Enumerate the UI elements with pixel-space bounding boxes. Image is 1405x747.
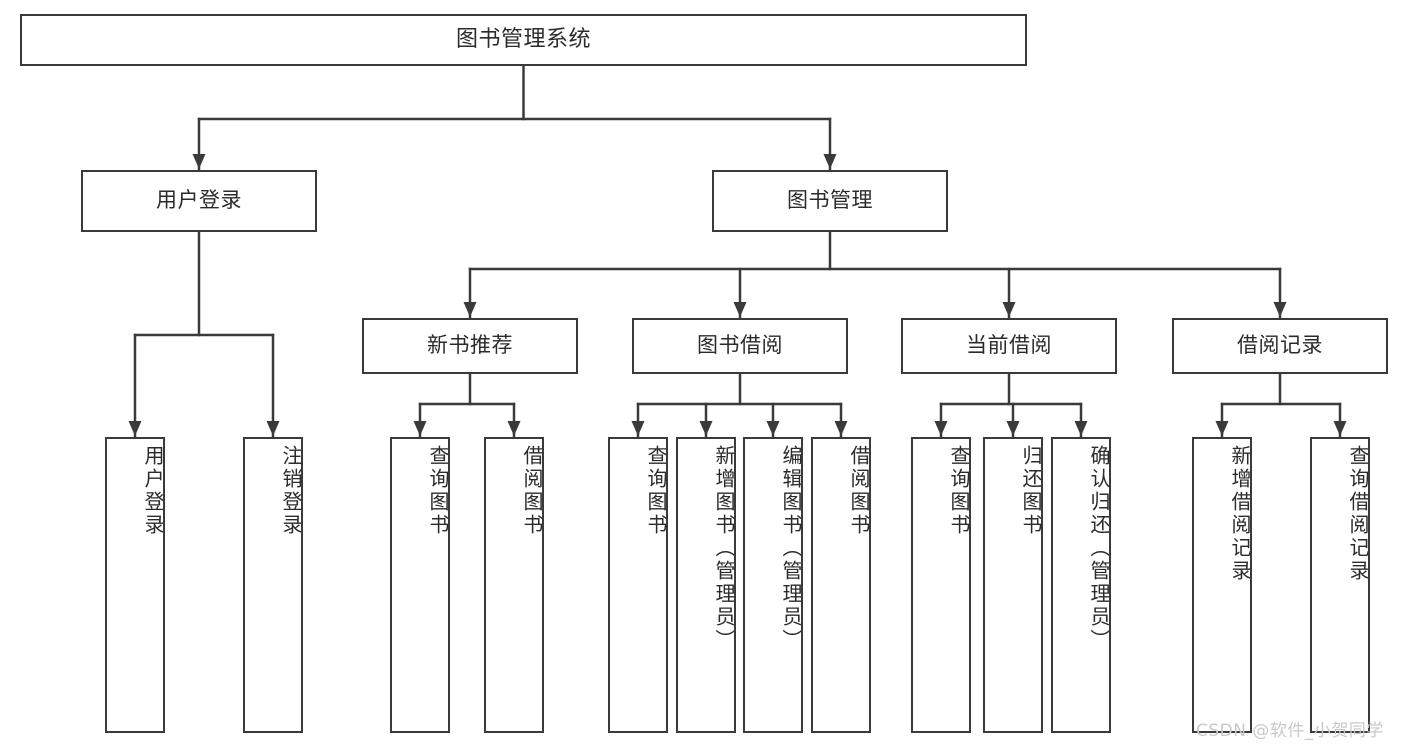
arrow-head bbox=[1273, 302, 1287, 317]
node-leaf4: 借阅图书 bbox=[484, 437, 544, 733]
arrow-head bbox=[823, 154, 837, 169]
node-label: 新书推荐 bbox=[427, 333, 513, 358]
node-label: 归还图书 bbox=[1019, 445, 1043, 537]
node-label: 图书管理 bbox=[787, 188, 873, 213]
node-login: 用户登录 bbox=[81, 170, 317, 232]
node-borrow: 图书借阅 bbox=[632, 318, 848, 374]
arrow-head bbox=[934, 421, 948, 436]
node-label: 查询图书 bbox=[644, 445, 668, 537]
node-newbooks: 新书推荐 bbox=[362, 318, 578, 374]
node-leaf9: 查询图书 bbox=[911, 437, 971, 733]
arrow-head bbox=[834, 421, 848, 436]
node-label: 图书借阅 bbox=[697, 333, 783, 358]
arrow-head bbox=[413, 421, 427, 436]
arrow-head bbox=[266, 421, 280, 436]
node-label: 查询图书 bbox=[426, 445, 450, 537]
node-leaf12: 新增借阅记录 bbox=[1192, 437, 1252, 733]
arrow-head bbox=[766, 421, 780, 436]
node-label: 新增借阅记录 bbox=[1228, 445, 1252, 583]
arrow-head bbox=[128, 421, 142, 436]
arrow-head bbox=[1006, 421, 1020, 436]
arrow-head bbox=[463, 302, 477, 317]
arrow-head bbox=[1002, 302, 1016, 317]
arrow-head bbox=[507, 421, 521, 436]
node-label: 借阅记录 bbox=[1237, 333, 1323, 358]
arrow-head bbox=[699, 421, 713, 436]
node-label: 注销登录 bbox=[279, 445, 303, 537]
arrow-head bbox=[1215, 421, 1229, 436]
node-label: 借阅图书 bbox=[847, 445, 871, 537]
node-label: 图书管理系统 bbox=[455, 26, 591, 52]
node-bookmgmt: 图书管理 bbox=[712, 170, 948, 232]
arrow-head bbox=[1333, 421, 1347, 436]
node-leaf13: 查询借阅记录 bbox=[1310, 437, 1370, 733]
node-leaf5: 查询图书 bbox=[608, 437, 668, 733]
arrow-head bbox=[631, 421, 645, 436]
node-label: 用户登录 bbox=[156, 188, 242, 213]
node-leaf10: 归还图书 bbox=[983, 437, 1043, 733]
node-label: 借阅图书 bbox=[520, 445, 544, 537]
node-label: 编辑图书（管理员） bbox=[779, 445, 803, 652]
arrow-head bbox=[1074, 421, 1088, 436]
node-label: 查询借阅记录 bbox=[1346, 445, 1370, 583]
node-label: 当前借阅 bbox=[966, 333, 1052, 358]
node-leaf8: 借阅图书 bbox=[811, 437, 871, 733]
node-leaf6: 新增图书（管理员） bbox=[676, 437, 736, 733]
arrow-head bbox=[733, 302, 747, 317]
node-label: 用户登录 bbox=[141, 445, 165, 537]
node-label: 新增图书（管理员） bbox=[712, 445, 736, 652]
node-records: 借阅记录 bbox=[1172, 318, 1388, 374]
node-leaf3: 查询图书 bbox=[390, 437, 450, 733]
node-label: 查询图书 bbox=[947, 445, 971, 537]
node-label: 确认归还（管理员） bbox=[1087, 445, 1111, 652]
node-leaf11: 确认归还（管理员） bbox=[1051, 437, 1111, 733]
node-leaf1: 用户登录 bbox=[105, 437, 165, 733]
node-current: 当前借阅 bbox=[901, 318, 1117, 374]
arrow-head bbox=[192, 154, 206, 169]
node-leaf2: 注销登录 bbox=[243, 437, 303, 733]
node-root: 图书管理系统 bbox=[20, 14, 1027, 66]
node-leaf7: 编辑图书（管理员） bbox=[743, 437, 803, 733]
